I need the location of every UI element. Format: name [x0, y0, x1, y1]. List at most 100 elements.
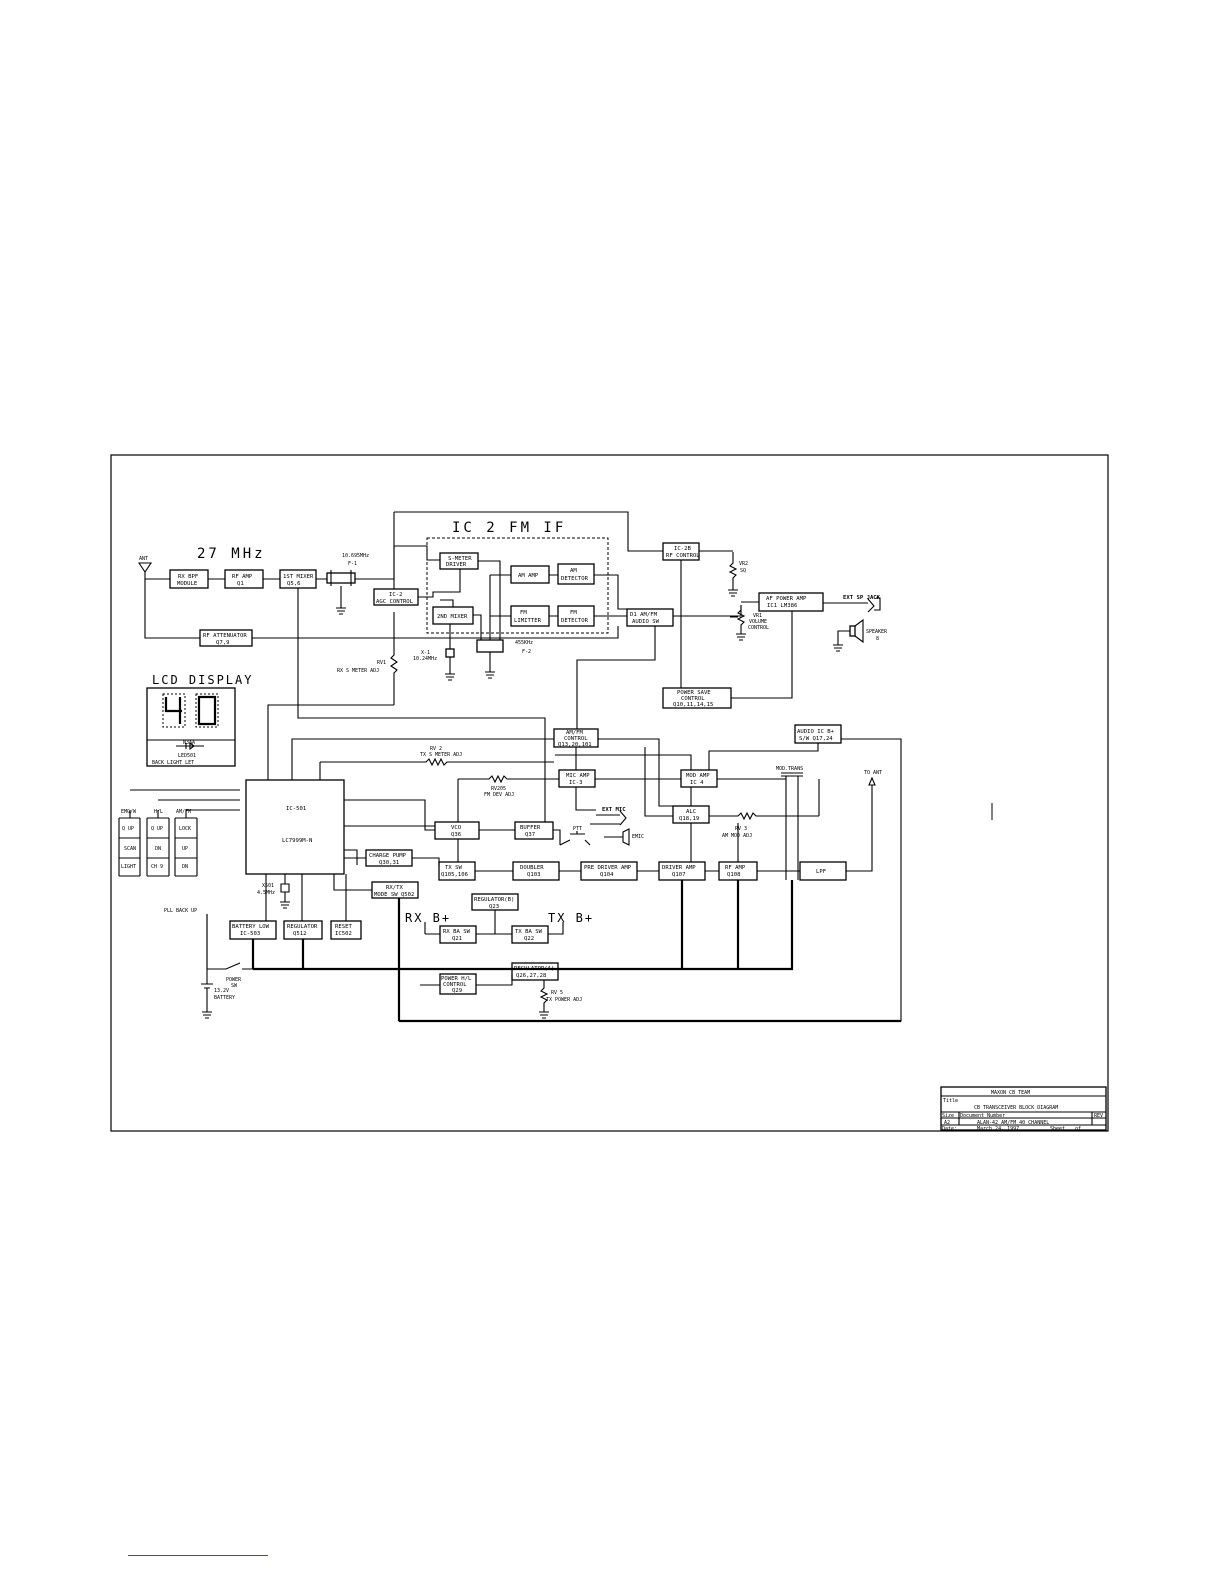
key-col3-top: AM/FM [176, 809, 191, 815]
block-mod-amp: MOD AMP IC 4 [680, 769, 718, 788]
ext-sp-jack-symbol [823, 597, 881, 613]
power-switch [207, 962, 253, 970]
svg-text:Q10,11,14,15: Q10,11,14,15 [673, 702, 713, 708]
title-block: MAXON CB TEAM Title CB TRANSCEIVER BLOCK… [940, 1086, 1107, 1132]
svg-text:IC502: IC502 [335, 931, 352, 937]
page-link-underline[interactable] [128, 1555, 268, 1556]
keypad: EMG/W H/L AM/FM Q UP SCAN LIGHT Q UP DN … [118, 789, 240, 877]
svg-text:CONTROL: CONTROL [681, 696, 705, 702]
date-value: March 24, 1997 [977, 1126, 1019, 1132]
key-col3-r2: UP [182, 846, 188, 852]
mod-transformer [781, 772, 803, 880]
svg-text:RF AMP: RF AMP [725, 865, 746, 871]
docnum-value: ALAN-42 AM/FM 40 CHANNEL [977, 1120, 1049, 1126]
sheet-label: Sheet [1050, 1126, 1065, 1132]
crystal-x501 [280, 874, 290, 909]
rv3-label: RV 3 [735, 826, 747, 832]
rv1-desc: RX S METER ADJ [337, 668, 379, 674]
vr2-label: VR2 [739, 561, 748, 567]
block-am-fm-control: AM/FM CONTROL Q13,20,101 [553, 728, 599, 748]
svg-text:DETECTOR: DETECTOR [561, 576, 589, 582]
svg-text:MOD AMP: MOD AMP [686, 773, 710, 779]
svg-text:RX BA SW: RX BA SW [443, 929, 471, 935]
speaker-ohm-label: 8 [876, 636, 879, 642]
vr2-resistor [728, 552, 738, 597]
block-reset: RESET IC502 [330, 920, 362, 940]
svg-text:Q13,20,101: Q13,20,101 [558, 742, 592, 748]
mod-trans-label: MOD.TRANS [776, 766, 803, 772]
battery-volt-label: 13.2V [214, 988, 229, 994]
vr2-sq-label: SQ [740, 568, 746, 574]
vr1-vol-label: VOLUME [749, 619, 767, 625]
svg-text:Q5,6: Q5,6 [287, 581, 300, 587]
svg-text:TX SW: TX SW [445, 865, 462, 871]
rv3-resistor [709, 811, 819, 821]
ext-sp-label: EXT SP JACK [843, 595, 881, 601]
block-am-detector: AM DETECTOR [557, 563, 595, 585]
svg-text:AM/FM: AM/FM [566, 730, 583, 736]
backlight-label: BACK LIGHT LET [152, 760, 194, 766]
block-driver-amp: DRIVER AMP Q107 [658, 861, 706, 881]
svg-text:MODE SW Q502: MODE SW Q502 [374, 892, 414, 898]
svg-text:AF POWER AMP: AF POWER AMP [766, 596, 807, 602]
block-mic-amp: MIC AMP IC-3 [558, 769, 596, 788]
rx-b-label: RX B+ [405, 911, 451, 925]
rv205-label: RV205 [491, 786, 506, 792]
block-regulator: REGULATOR Q512 [283, 920, 323, 940]
key-col2-r1: Q UP [151, 826, 163, 832]
key-col3-r3: DN [182, 864, 188, 870]
block-rf-control: IC-2B RF CONTROL [662, 542, 700, 561]
svg-text:ALC: ALC [686, 809, 696, 815]
svg-text:DOUBLER: DOUBLER [520, 865, 544, 871]
svg-text:POWER SAVE: POWER SAVE [677, 690, 711, 696]
svg-text:DRIVER: DRIVER [446, 562, 467, 568]
block-audio-switch: D1 AM/FM AUDIO SW [626, 608, 674, 627]
svg-text:Q18,19: Q18,19 [679, 816, 699, 822]
svg-text:IC-3: IC-3 [569, 780, 582, 786]
block-regulator-a: REGULATOR(A) Q26,27,28 [511, 962, 559, 981]
size-label: Size [942, 1113, 954, 1119]
svg-text:MIC AMP: MIC AMP [566, 773, 590, 779]
svg-text:Q30,31: Q30,31 [379, 860, 399, 866]
block-agc: IC-2 AGC CONTROL [373, 588, 419, 606]
key-col3-r1: LOCK [179, 826, 191, 832]
if-section-title: IC 2 FM IF [452, 520, 566, 536]
emic-label: EMIC [632, 834, 644, 840]
to-ant-label: TO ANT [864, 770, 882, 776]
tx-b-label: TX B+ [548, 911, 594, 925]
svg-text:RF ATTENUATOR: RF ATTENUATOR [203, 633, 247, 639]
svg-text:DRIVER AMP: DRIVER AMP [662, 865, 696, 871]
title-text: CB TRANSCEIVER BLOCK DIAGRAM [974, 1105, 1058, 1111]
svg-text:RF AMP: RF AMP [232, 574, 253, 580]
vr1-resistor [730, 605, 746, 641]
svg-text:RESET: RESET [335, 924, 352, 930]
main-ic-lc7999: IC-501 LC7999M-N [245, 779, 345, 875]
to-ant-arrow [846, 776, 876, 872]
svg-text:BUFFER: BUFFER [520, 825, 541, 831]
x1-label: X-1 [421, 650, 430, 656]
f1-label: F-1 [348, 561, 357, 567]
block-tx-ba-sw: TX BA SW Q22 [511, 925, 549, 944]
xtal1-label: 10.695MHz [342, 553, 369, 559]
lcd-digits: 40 [237, 716, 243, 722]
svg-text:IC-501: IC-501 [286, 806, 306, 812]
rv205-resistor [458, 774, 559, 784]
rv5-desc: TX POWER ADJ [546, 997, 582, 1003]
rv205-desc: FM DEV ADJ [484, 792, 514, 798]
svg-text:2ND MIXER: 2ND MIXER [437, 614, 468, 620]
svg-text:Q29: Q29 [452, 988, 462, 994]
svg-text:D1 AM/FM: D1 AM/FM [630, 612, 658, 618]
speaker-label: SPEAKER [866, 629, 888, 635]
svg-text:CHARGE PUMP: CHARGE PUMP [369, 853, 407, 859]
block-doubler: DOUBLER Q103 [512, 861, 560, 881]
power-sw-label: POWER [226, 977, 242, 983]
crystal-filter-f1 [326, 570, 356, 615]
svg-text:VCO: VCO [451, 825, 462, 831]
ptt-label: PTT [573, 826, 582, 832]
svg-text:POWER H/L: POWER H/L [441, 976, 472, 982]
block-regulator-b: REGULATOR(B) Q23 [471, 893, 519, 911]
rv1-label: RV1 [377, 660, 386, 666]
x501-label: X501 [262, 883, 274, 889]
ant-label: ANT [139, 556, 148, 562]
